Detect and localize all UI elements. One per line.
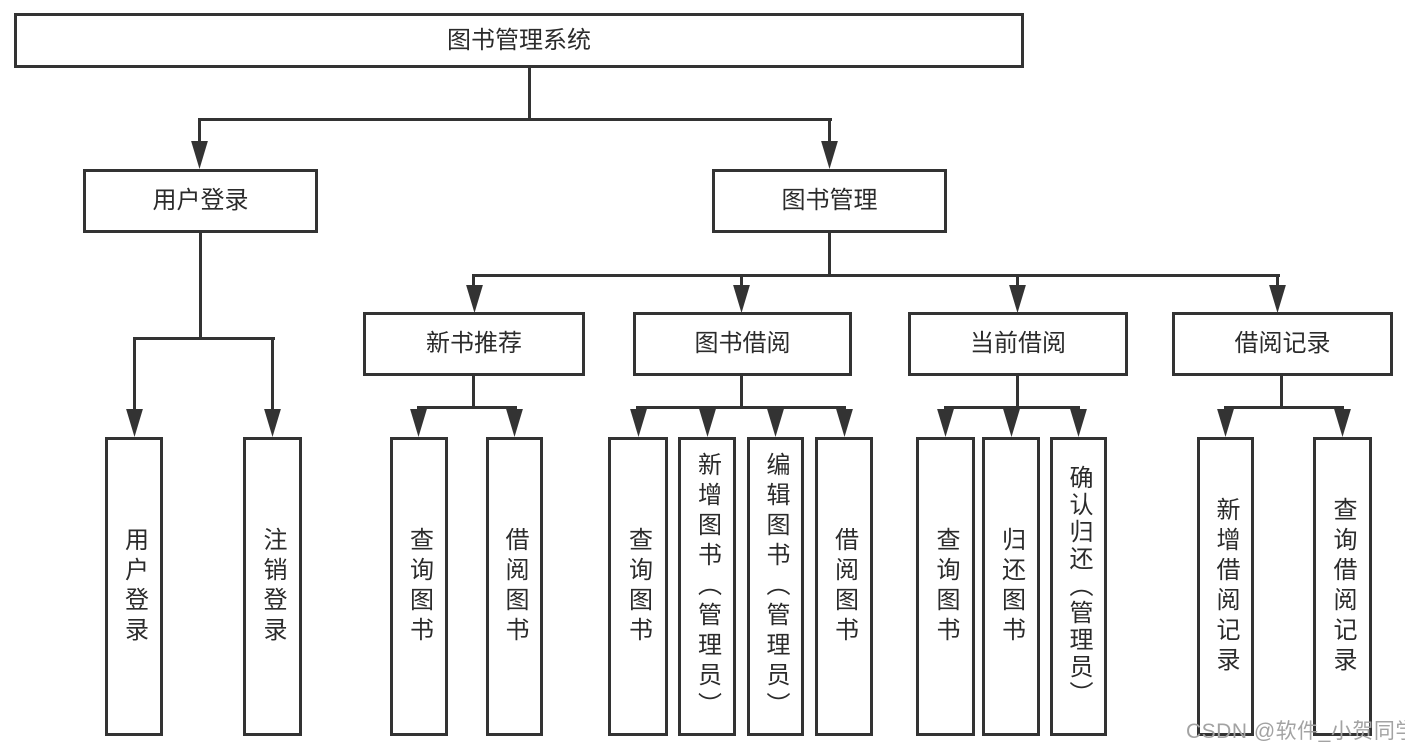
node-borrowing-records-label: 借阅记录 xyxy=(1234,330,1331,357)
arrow-down-icon xyxy=(1003,409,1020,437)
leaf-query-borrow-record-label: 查询借阅记录 xyxy=(1329,496,1356,677)
node-book-management: 图书管理 xyxy=(712,169,947,233)
leaf-query-books-recommend: 查询图书 xyxy=(390,437,448,736)
connector-line xyxy=(472,274,475,288)
connector-line xyxy=(740,376,743,408)
leaf-add-book-admin: 新增图书（管理员） xyxy=(678,437,736,736)
leaf-user-login: 用户登录 xyxy=(105,437,163,736)
node-book-borrowing: 图书借阅 xyxy=(633,312,852,376)
node-new-book-recommend: 新书推荐 xyxy=(363,312,585,376)
connector-line xyxy=(1016,376,1019,408)
connector-line xyxy=(1224,406,1344,409)
node-current-borrowing: 当前借阅 xyxy=(908,312,1128,376)
arrow-down-icon xyxy=(767,409,784,437)
arrow-down-icon xyxy=(410,409,427,437)
node-root-label: 图书管理系统 xyxy=(447,26,591,54)
connector-line xyxy=(133,337,136,411)
arrow-down-icon xyxy=(1334,409,1351,437)
node-new-book-recommend-label: 新书推荐 xyxy=(426,330,522,357)
arrow-down-icon xyxy=(1269,285,1286,313)
arrow-down-icon xyxy=(630,409,647,437)
leaf-logout: 注销登录 xyxy=(243,437,302,736)
node-book-borrowing-label: 图书借阅 xyxy=(694,330,791,357)
connector-line xyxy=(740,274,743,288)
connector-line xyxy=(1280,376,1283,408)
connector-line xyxy=(198,118,201,144)
leaf-logout-label: 注销登录 xyxy=(259,526,286,647)
arrow-down-icon xyxy=(821,141,838,169)
leaf-query-books-current: 查询图书 xyxy=(916,437,975,736)
node-current-borrowing-label: 当前借阅 xyxy=(970,330,1066,357)
connector-line xyxy=(944,406,1080,409)
leaf-query-books-borrowing-label: 查询图书 xyxy=(624,526,652,647)
leaf-edit-book-admin: 编辑图书（管理员） xyxy=(747,437,804,736)
leaf-borrow-books-borrowing-label: 借阅图书 xyxy=(830,526,858,647)
arrow-down-icon xyxy=(264,409,281,437)
connector-line xyxy=(271,337,274,411)
leaf-borrow-books-borrowing: 借阅图书 xyxy=(815,437,873,736)
arrow-down-icon xyxy=(1217,409,1234,437)
arrow-down-icon xyxy=(699,409,716,437)
arrow-down-icon xyxy=(937,409,954,437)
leaf-confirm-return-admin-label: 确认归还（管理员） xyxy=(1065,465,1092,708)
connector-line xyxy=(1276,274,1279,288)
connector-line xyxy=(198,118,832,121)
arrow-down-icon xyxy=(1070,409,1087,437)
leaf-add-borrow-record-label: 新增借阅记录 xyxy=(1212,496,1239,677)
leaf-borrow-books-recommend: 借阅图书 xyxy=(486,437,543,736)
csdn-watermark: CSDN @软件_小贺同学 xyxy=(1186,720,1405,743)
node-user-login-label: 用户登录 xyxy=(152,187,249,214)
arrow-down-icon xyxy=(506,409,523,437)
arrow-down-icon xyxy=(1009,285,1026,313)
leaf-return-books: 归还图书 xyxy=(982,437,1040,736)
connector-line xyxy=(528,68,531,120)
connector-line xyxy=(828,233,831,276)
leaf-edit-book-admin-label: 编辑图书（管理员） xyxy=(762,451,789,722)
leaf-user-login-label: 用户登录 xyxy=(120,526,148,647)
node-root: 图书管理系统 xyxy=(14,13,1024,68)
arrow-down-icon xyxy=(126,409,143,437)
connector-line xyxy=(199,233,202,339)
leaf-add-book-admin-label: 新增图书（管理员） xyxy=(693,451,721,722)
connector-line xyxy=(1016,274,1019,288)
connector-line xyxy=(472,274,1280,277)
leaf-query-books-recommend-label: 查询图书 xyxy=(405,526,433,647)
leaf-add-borrow-record: 新增借阅记录 xyxy=(1197,437,1254,736)
node-user-login: 用户登录 xyxy=(83,169,318,233)
connector-line xyxy=(472,376,475,408)
leaf-query-books-current-label: 查询图书 xyxy=(932,526,959,647)
leaf-query-books-borrowing: 查询图书 xyxy=(608,437,668,736)
arrow-down-icon xyxy=(466,285,483,313)
leaf-return-books-label: 归还图书 xyxy=(997,526,1025,647)
arrow-down-icon xyxy=(191,141,208,169)
arrow-down-icon xyxy=(836,409,853,437)
leaf-confirm-return-admin: 确认归还（管理员） xyxy=(1050,437,1107,736)
node-borrowing-records: 借阅记录 xyxy=(1172,312,1393,376)
connector-line xyxy=(828,118,831,144)
node-book-management-label: 图书管理 xyxy=(781,187,878,214)
connector-line xyxy=(417,406,517,409)
connector-line xyxy=(133,337,275,340)
leaf-query-borrow-record: 查询借阅记录 xyxy=(1313,437,1372,736)
connector-line xyxy=(636,406,846,409)
arrow-down-icon xyxy=(733,285,750,313)
leaf-borrow-books-recommend-label: 借阅图书 xyxy=(501,526,528,647)
